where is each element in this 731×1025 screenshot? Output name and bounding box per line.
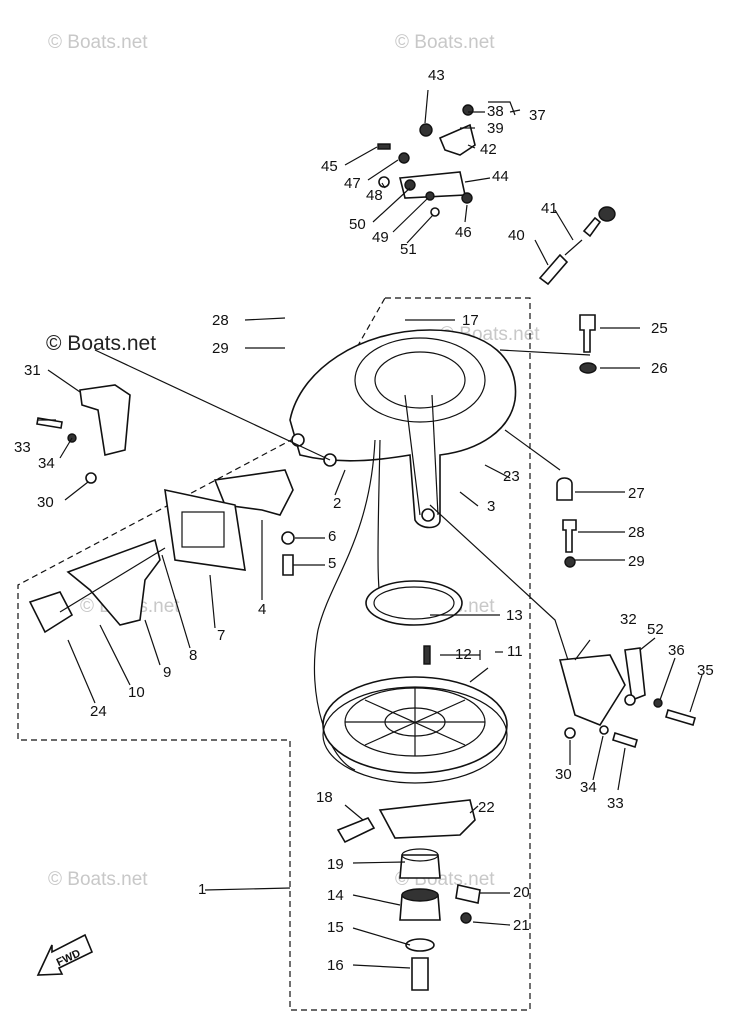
part-label: 28 xyxy=(628,524,645,541)
watermark-main: © Boats.net xyxy=(46,332,156,355)
part-label: 11 xyxy=(507,643,523,660)
assembly-boundary xyxy=(17,297,531,1011)
part-label: 1 xyxy=(198,881,206,898)
part-label: 30 xyxy=(37,494,54,511)
part-label: 38 xyxy=(487,103,504,120)
part-label: 34 xyxy=(38,455,55,472)
part-label: 2 xyxy=(333,495,341,512)
part-label: 10 xyxy=(128,684,145,701)
part-label: 39 xyxy=(487,120,504,137)
watermark: © Boats.net xyxy=(48,32,148,53)
part-label: 42 xyxy=(480,141,497,158)
part-label: 18 xyxy=(316,789,333,806)
part-label: 51 xyxy=(400,241,417,258)
part-label: 19 xyxy=(327,856,344,873)
part-label: 50 xyxy=(349,216,366,233)
part-label: 8 xyxy=(189,647,197,664)
part-label: 26 xyxy=(651,360,668,377)
control-cable xyxy=(468,22,668,238)
part-label: 4 xyxy=(258,601,266,618)
part-label: 23 xyxy=(503,468,520,485)
forward-direction-indicator: FWD xyxy=(36,933,94,976)
part-label: 43 xyxy=(428,67,445,84)
watermark: © Boats.net xyxy=(395,32,495,53)
part-label: 24 xyxy=(90,703,107,720)
spring-ring xyxy=(365,580,463,626)
part-label: 3 xyxy=(487,498,495,515)
rope-reel xyxy=(322,645,508,784)
part-label: 27 xyxy=(628,485,645,502)
part-label: 15 xyxy=(327,919,344,936)
handle-and-guide-parts xyxy=(28,384,295,634)
part-labels: 1 2 3 4 5 6 7 8 9 10 11 12 13 14 15 16 1… xyxy=(14,67,714,974)
part-label: 33 xyxy=(14,439,31,456)
part-label: 22 xyxy=(478,799,495,816)
throttle-linkage-parts xyxy=(377,104,583,286)
drive-plate-parts xyxy=(336,799,481,991)
part-label: 35 xyxy=(697,662,714,679)
part-label: 14 xyxy=(327,887,344,904)
watermark: © Boats.net xyxy=(48,869,148,890)
part-label: 33 xyxy=(607,795,624,812)
part-label: 6 xyxy=(328,528,336,545)
part-label: 40 xyxy=(508,227,525,244)
part-label: 41 xyxy=(541,200,558,217)
part-label: 9 xyxy=(163,664,171,681)
part-label: 49 xyxy=(372,229,389,246)
part-label: 48 xyxy=(366,187,383,204)
part-label: 45 xyxy=(321,158,338,175)
part-label: 32 xyxy=(620,611,637,628)
part-label: 34 xyxy=(580,779,597,796)
part-label: 28 xyxy=(212,312,229,329)
part-label: 21 xyxy=(513,917,530,934)
part-label: 13 xyxy=(506,607,523,624)
part-label: 12 xyxy=(455,646,472,663)
part-label: 37 xyxy=(529,107,546,124)
part-label: 20 xyxy=(513,884,530,901)
part-label: 44 xyxy=(492,168,509,185)
part-label: 29 xyxy=(212,340,229,357)
part-label: 7 xyxy=(217,627,225,644)
neutral-switch-parts xyxy=(556,314,696,749)
part-label: 25 xyxy=(651,320,668,337)
part-label: 36 xyxy=(668,642,685,659)
part-label: 17 xyxy=(462,312,479,329)
part-label: 29 xyxy=(628,553,645,570)
part-label: 47 xyxy=(344,175,361,192)
part-label: 5 xyxy=(328,555,336,572)
part-label: 16 xyxy=(327,957,344,974)
part-label: 46 xyxy=(455,224,472,241)
part-label: 52 xyxy=(647,621,664,638)
part-label: 31 xyxy=(24,362,41,379)
part-label: 30 xyxy=(555,766,572,783)
leader-lines xyxy=(38,89,703,969)
